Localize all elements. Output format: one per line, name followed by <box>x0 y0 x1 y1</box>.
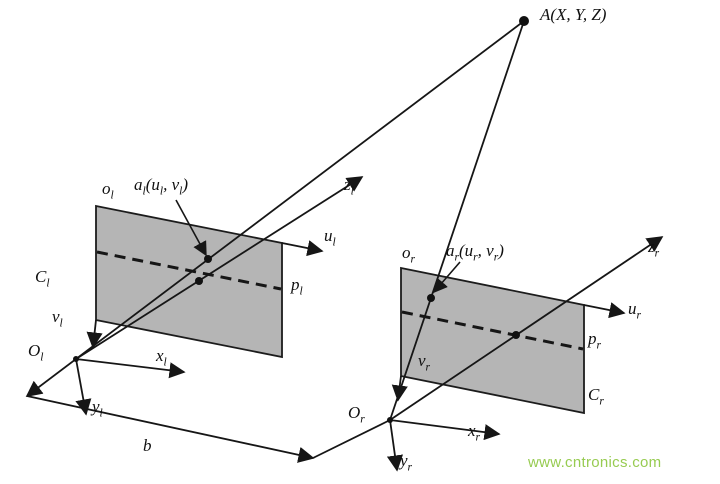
point-al-dot <box>204 255 212 263</box>
b-dimension-line <box>26 395 315 463</box>
ray-A-to-Or <box>389 20 525 421</box>
ray-A-to-Ol-extended <box>25 20 525 397</box>
ur-axis <box>583 302 626 319</box>
vl-axis <box>86 319 103 349</box>
right-principal-dashed-line <box>401 310 584 351</box>
yl-axis <box>75 358 92 416</box>
Or-origin-dot <box>387 417 393 423</box>
zr-axis <box>389 236 664 421</box>
al-pointer-arrow <box>175 199 207 257</box>
point-A-dot <box>519 16 529 26</box>
left-principal-point-dot <box>195 277 203 285</box>
left-image-plane <box>95 204 283 359</box>
Ol-origin-dot <box>73 356 79 362</box>
watermark-text: www.cntronics.com <box>528 454 662 471</box>
vr-axis <box>391 375 408 402</box>
left-principal-dashed-line <box>96 250 282 291</box>
zl-axis <box>75 176 364 360</box>
b-extension-line <box>312 419 391 459</box>
ar-pointer-arrow <box>433 261 461 294</box>
xr-axis <box>389 419 501 441</box>
point-ar-dot <box>427 294 435 302</box>
right-principal-point-dot <box>512 331 520 339</box>
yr-axis <box>386 419 404 472</box>
xl-axis <box>75 358 186 379</box>
ul-axis <box>281 240 324 257</box>
right-image-plane <box>400 266 585 415</box>
